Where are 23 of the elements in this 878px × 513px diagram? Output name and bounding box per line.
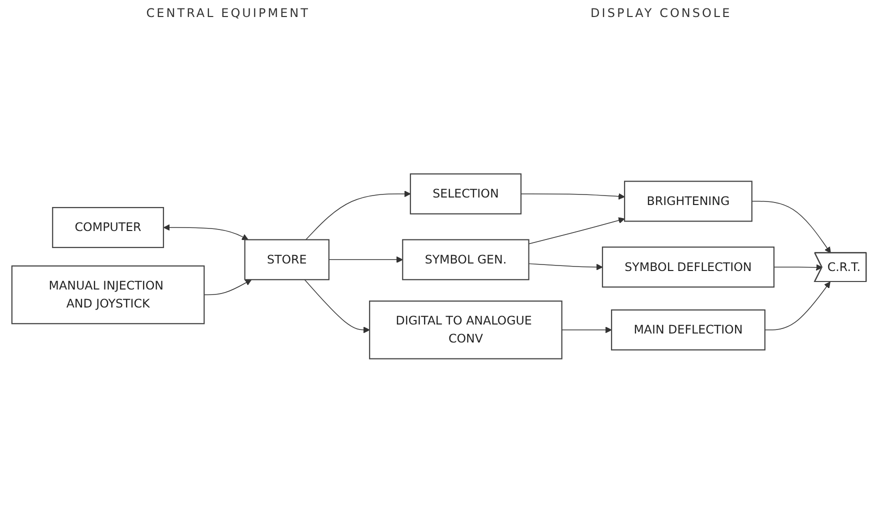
node-box: SYMBOL DEFLECTION <box>602 246 774 288</box>
arrow <box>328 256 403 264</box>
arrow <box>520 193 625 200</box>
arrow <box>304 279 370 334</box>
arrow <box>528 263 603 270</box>
region-heading: CENTRAL EQUIPMENT <box>146 6 310 22</box>
arrow <box>561 326 612 334</box>
node-box: DIGITAL TO ANALOGUE CONV <box>369 300 562 360</box>
arrow <box>204 280 252 296</box>
region-heading: DISPLAY CONSOLE <box>590 6 732 22</box>
node-box: BRIGHTENING <box>624 180 752 222</box>
arrow <box>752 201 831 254</box>
node-box: COMPUTER <box>52 207 164 248</box>
arrow <box>528 217 625 244</box>
node-box: STORE <box>244 239 330 280</box>
node-box: MANUAL INJECTION AND JOYSTICK <box>11 266 205 324</box>
arrow <box>305 190 411 240</box>
node-box: MAIN DEFLECTION <box>611 310 766 351</box>
arrow <box>774 264 822 271</box>
arrow <box>764 282 830 330</box>
arrow <box>163 224 248 240</box>
node-box: SYMBOL GEN. <box>402 239 530 280</box>
node-box: SELECTION <box>410 174 522 215</box>
